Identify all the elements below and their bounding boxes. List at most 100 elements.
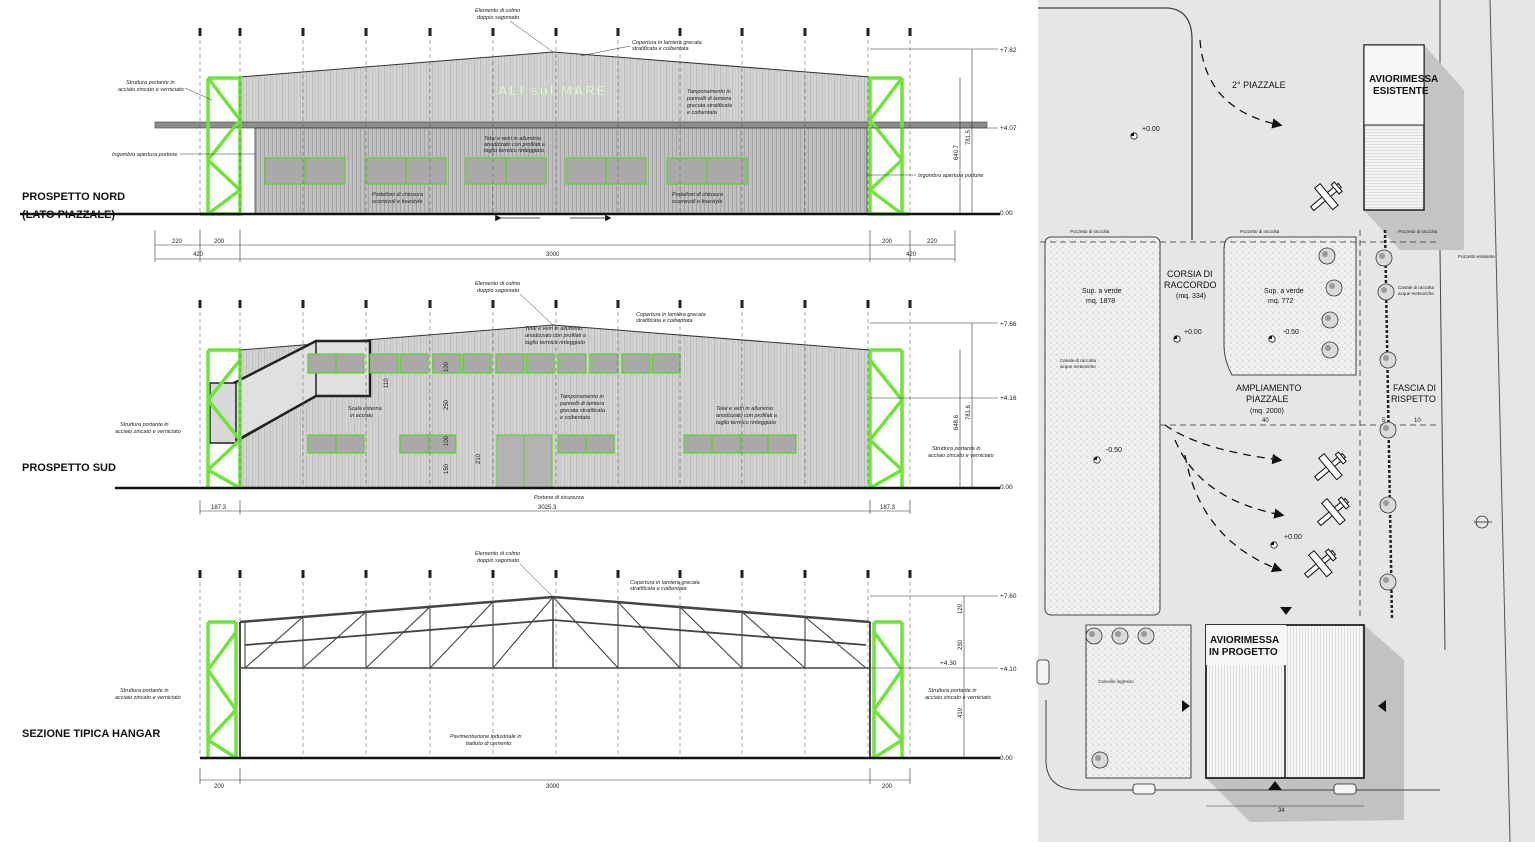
grid-axis-bubble (803, 300, 807, 308)
site-note-canale-2: acque meteoriche (1060, 364, 1096, 369)
section-level-1: +7.60 (1000, 593, 1017, 600)
airplane-tail (1330, 181, 1343, 195)
grid-axis-bubble (238, 570, 242, 578)
section-level-2: +4.10 (1000, 666, 1017, 673)
north-struct-note-2: acciaio zincato e verniciato (118, 87, 184, 93)
grid-axis-bubble (198, 28, 202, 36)
south-window-top (589, 353, 619, 374)
south-ridge-leader (519, 293, 554, 326)
north-dim-bottom-1: 420 (193, 252, 204, 258)
section-roof-note-1: Copertura in lamiera grecata (630, 580, 700, 586)
section-roof-note-2: stratificata e coibentata (630, 586, 687, 592)
north-grid-axes (198, 28, 912, 214)
grid-axis-bubble (908, 570, 912, 578)
site-label-ampliamento-2: PIAZZALE (1246, 394, 1289, 404)
site-cars (1036, 659, 1357, 795)
south-inner-dim-1: 110 (384, 378, 390, 388)
south-glass-note-3: taglio termico rinteggiato (525, 340, 585, 346)
section-dim-3: 200 (882, 784, 893, 790)
grid-axis-bubble (803, 28, 807, 36)
existing-hangar-label-2: ESISTENTE (1373, 86, 1429, 97)
north-glass-note-2: anodizzato con profilati a (484, 142, 545, 148)
north-door-note-right-1: Portelloni di chiusura (672, 192, 723, 198)
north-door-note-right-2: scorrevoli e freestyle (672, 199, 722, 205)
south-window-row-top (307, 353, 681, 374)
south-window-bottom (767, 434, 797, 454)
north-dim-top-4: 220 (927, 239, 938, 245)
existing-hangar-label-1: AVIORIMESSA (1369, 74, 1438, 85)
tree-icon-inner (1383, 425, 1389, 431)
north-arrow-icon (1474, 515, 1492, 529)
south-window-bottom (711, 434, 741, 454)
north-roof-leader (579, 45, 631, 57)
south-level-3: 0.00 (1000, 484, 1013, 491)
grid-axis-bubble (616, 300, 620, 308)
tree-icon-inner (1325, 345, 1331, 351)
north-window (565, 157, 607, 185)
site-road-edge (1038, 7, 1193, 240)
site-dim-10: 10 (1414, 418, 1421, 424)
south-ridge-note-1: Elemento di colmo (475, 281, 520, 287)
site-label-corsia-3: (mq. 334) (1176, 293, 1206, 300)
north-roof-note-1: Copertura in lamiera grecata (632, 40, 702, 46)
grid-axis-bubble (678, 570, 682, 578)
existing-hangar-label-box (1363, 44, 1425, 126)
grid-axis-bubble (364, 28, 368, 36)
site-label-sup-left-2: mq. 1878 (1086, 298, 1115, 305)
south-tamp-note-1: Tamponamento in (560, 394, 604, 400)
new-hangar-label-1: AVIORIMESSA (1210, 635, 1279, 646)
airplane-icon (1309, 181, 1343, 212)
north-window (505, 157, 547, 185)
south-inner-dim-3: 250 (444, 399, 450, 410)
grid-axis-bubble (740, 570, 744, 578)
truss-diagonal (679, 606, 743, 669)
site-trees (1085, 247, 1397, 769)
new-hangar-label-2: IN PROGETTO (1209, 647, 1278, 658)
grid-axis-bubble (364, 570, 368, 578)
section-mid-level: +4.30 (940, 660, 957, 667)
north-window (666, 157, 708, 185)
section-dim-lines (199, 768, 911, 784)
grid-axis-bubble (616, 28, 620, 36)
south-window-bottom (307, 434, 337, 454)
south-window-top (399, 353, 429, 374)
airplane-tail (1334, 451, 1347, 465)
grid-axis-bubble (908, 28, 912, 36)
elevation-south: PROSPETTO SUD Elemento di colmo doppio s… (22, 281, 1017, 514)
south-stair-note-1: Scala esterna (348, 406, 382, 412)
north-dim-top-3: 200 (882, 239, 893, 245)
south-struct-left-1: Struttura portante in (120, 422, 169, 428)
north-struct-leader (184, 87, 213, 101)
tree-icon-inner (1089, 631, 1095, 637)
grid-axis-bubble (428, 28, 432, 36)
tree-icon-inner (1329, 283, 1335, 289)
south-dim-lines (199, 500, 911, 514)
level-marker-fill (1270, 541, 1274, 545)
south-inner-dim-4: 100 (444, 435, 450, 446)
north-tamp-note-4: e coibentata (687, 110, 717, 116)
north-dim-top-1: 220 (172, 239, 183, 245)
section-dim-2: 3000 (546, 784, 560, 790)
south-grid-axes (198, 300, 912, 488)
grid-axis-bubble (866, 28, 870, 36)
north-ingombro-left: Ingombro apertura portone (112, 152, 177, 158)
site-level-mid: +0.00 (1184, 329, 1202, 336)
tree-icon-inner (1115, 631, 1121, 637)
grid-axis-bubble (678, 28, 682, 36)
truss-diagonal (302, 611, 367, 669)
north-tamp-note-2: pannelli di lamiera (686, 96, 731, 102)
north-ridge-leader (509, 20, 554, 53)
site-label-fascia-1: FASCIA DI (1393, 383, 1436, 393)
south-window-top (651, 353, 681, 374)
north-ridge-note-1: Elemento di colmo (475, 8, 520, 14)
truss-diagonal (804, 616, 867, 669)
tree-icon-inner (1325, 315, 1331, 321)
site-label-corsia-2: RACCORDO (1164, 280, 1217, 290)
grid-axis-bubble (428, 300, 432, 308)
grid-axis-bubble (364, 300, 368, 308)
new-hangar-label-box (1206, 625, 1286, 665)
north-window (365, 157, 407, 185)
north-tamp-note-3: grecata stratificata (687, 103, 732, 109)
grid-axis-bubble (491, 28, 495, 36)
